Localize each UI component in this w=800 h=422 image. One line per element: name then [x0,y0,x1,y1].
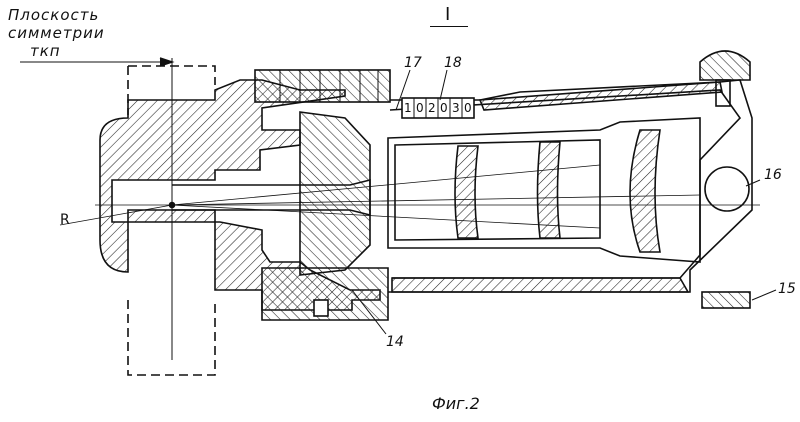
callout-14: 14 [386,335,404,349]
scale-digit-6: 0 [464,102,472,114]
plane-label-line2: симметрии [8,26,105,41]
top-screw-knob [700,51,750,80]
view-label: I [445,6,450,24]
callout-18: 18 [444,56,462,70]
scale-digit-5: 3 [452,102,460,114]
plane-label-line1: Плоскость [8,8,99,23]
bottom-screw-15 [702,292,750,308]
conical-insert [300,112,370,275]
lens-3 [630,130,660,252]
point-label-R: R [60,213,70,227]
scale-digit-2: 0 [416,102,424,114]
callout-15: 15 [778,282,796,296]
scale-digit-3: 2 [428,102,436,114]
view-label-underline [430,26,468,27]
focal-point-R [170,203,175,208]
knurled-nut-top [255,70,390,102]
round-window-16 [705,167,749,211]
plane-label-line3: ткп [30,44,61,59]
scale-digit-4: 0 [440,102,448,114]
lens-1 [455,146,478,238]
callout-17: 17 [404,56,422,70]
scale-digit-1: 1 [404,102,412,114]
callout-16: 16 [764,168,782,182]
figure-caption: Фиг.2 [432,396,480,412]
lens-2 [538,142,561,238]
